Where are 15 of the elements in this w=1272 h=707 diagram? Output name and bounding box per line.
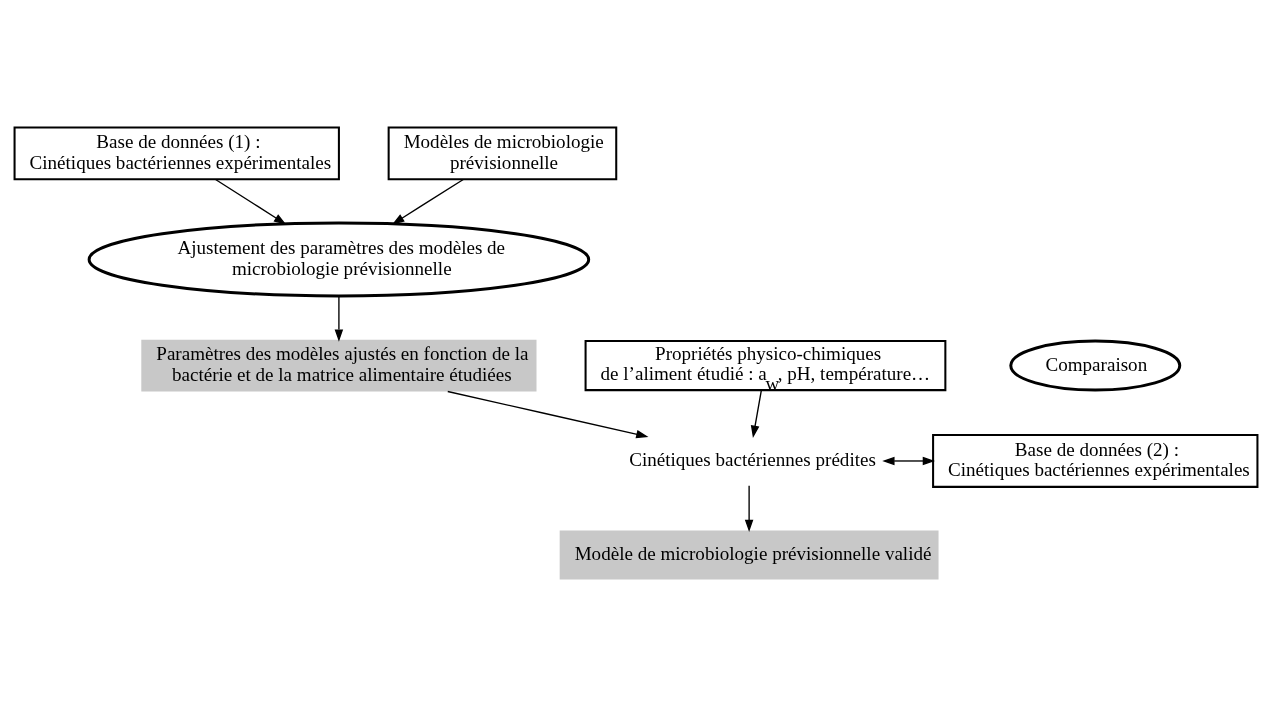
arrow [214,178,287,225]
arrow [447,390,649,439]
node-box: Paramètres des modèles ajustés en fonction de la bactérie et de la matrice alimentaire étudiées [141,339,537,392]
arrow [744,485,754,532]
node-box: Base de données (2) : Cinétiques bactériennes expérimentales [932,434,1259,488]
arrow [334,295,344,342]
node-box: Base de données (1) : Cinétiques bactériennes expérimentales [13,126,340,181]
node-ellipse: Comparaison [1009,339,1182,392]
node-text: Cinétiques bactériennes prédites [629,449,876,471]
arrow [392,178,464,225]
node-box: Modèle de microbiologie prévisionnelle validé [559,530,939,580]
arrow [882,456,935,466]
arrow [750,389,762,438]
node-box: Modèles de microbiologie prévisionnelle [387,126,618,181]
node-ellipse: Ajustement des paramètres des modèles de microbiologie prévisionnelle [87,221,591,298]
